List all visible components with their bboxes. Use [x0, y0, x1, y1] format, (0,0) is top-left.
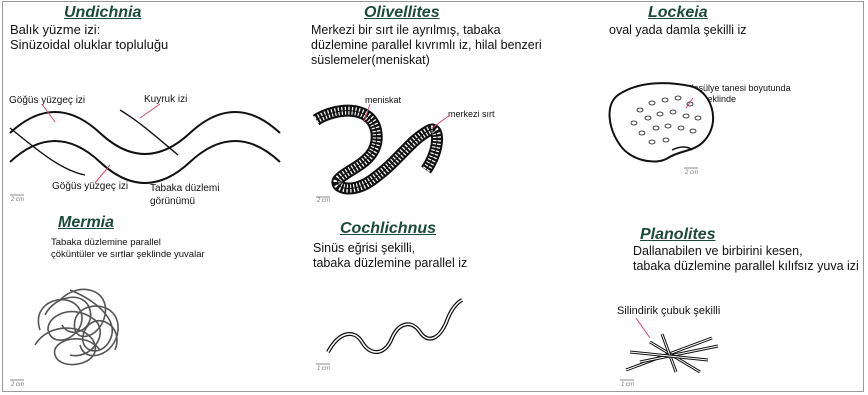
planolites-scale-label: 1 cm — [621, 382, 634, 388]
